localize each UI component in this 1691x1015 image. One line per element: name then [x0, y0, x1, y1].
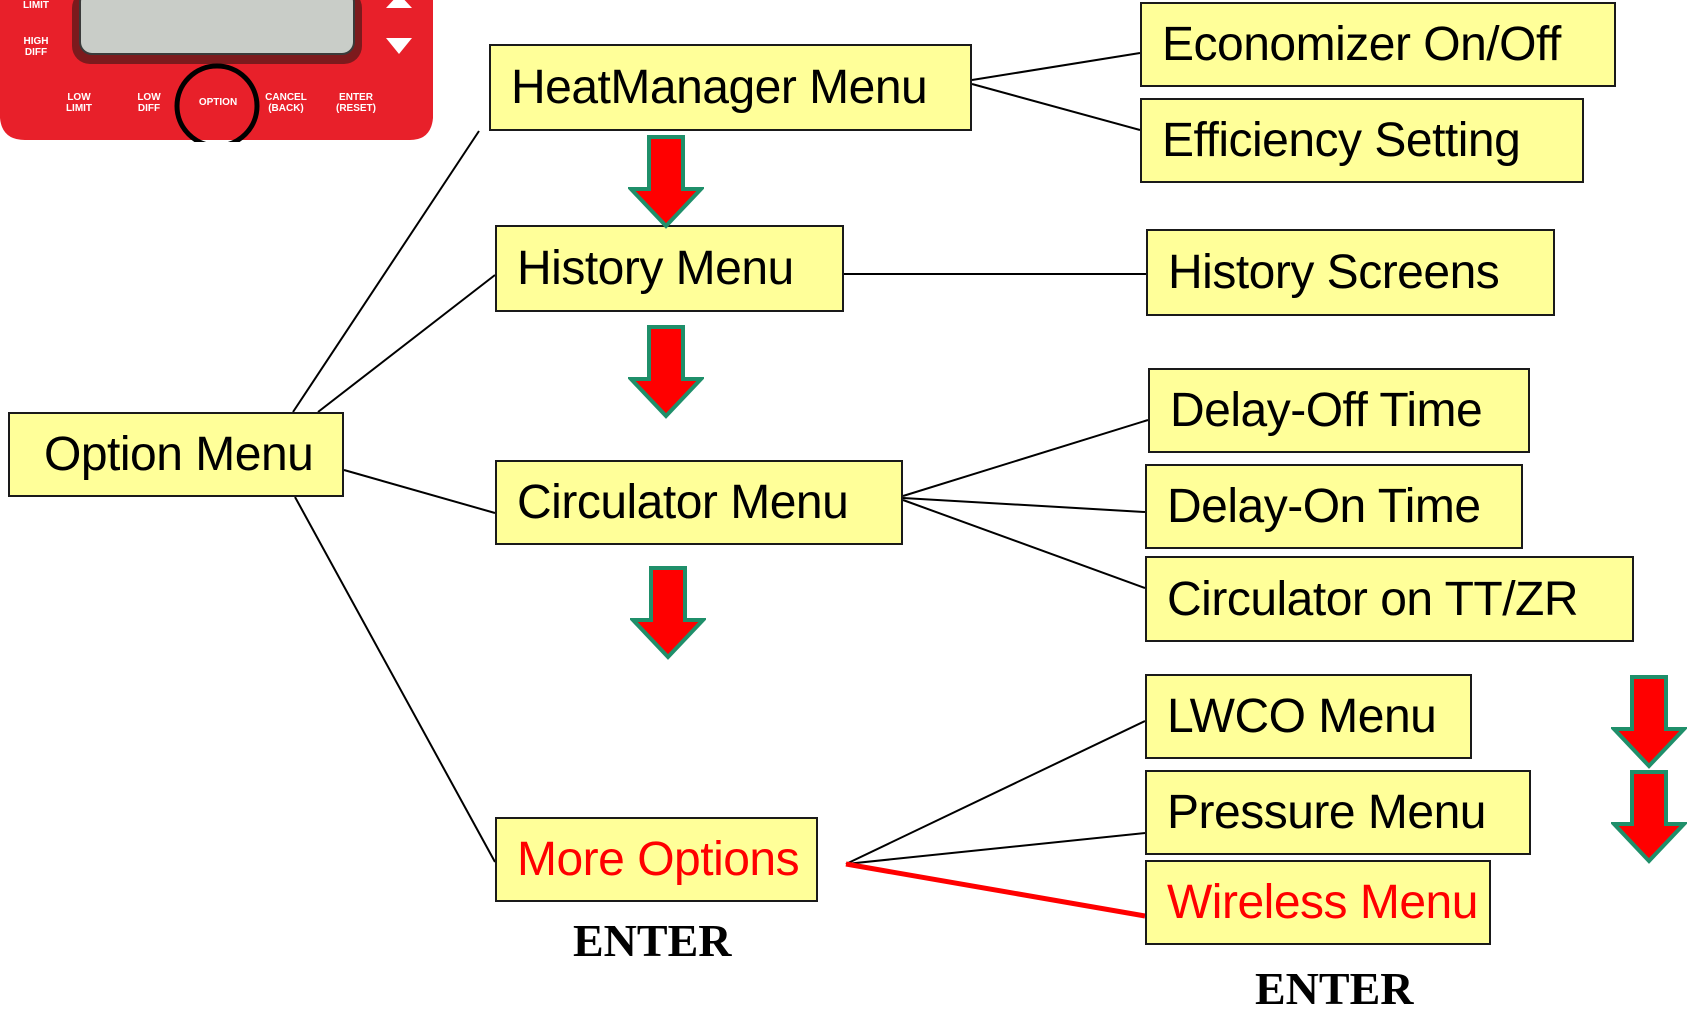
history-screens-box: History Screens: [1146, 229, 1555, 316]
device-btn-enter[interactable]: ENTER (RESET): [336, 92, 376, 114]
delay-on-time-box: Delay-On Time: [1145, 464, 1523, 549]
device-btn-high-diff[interactable]: HIGH DIFF: [23, 36, 49, 58]
down-arrow-icon: [628, 325, 704, 419]
line-circulator-delayoff: [902, 419, 1149, 497]
line-circulator-tt: [902, 499, 1146, 589]
line-more-lwco: [845, 720, 1146, 865]
down-arrow-icon: [1611, 770, 1687, 864]
line-option-more: [294, 496, 496, 863]
efficiency-setting-box: Efficiency Setting: [1140, 98, 1584, 183]
controller-body-graphic: [0, 0, 433, 142]
line-option-heatmanager: [292, 130, 480, 413]
enter-label-left: ENTER: [573, 915, 732, 966]
line-more-wireless: [845, 861, 1146, 919]
option-menu-box: Option Menu: [8, 412, 344, 497]
device-btn-option[interactable]: OPTION: [198, 97, 238, 108]
device-btn-cancel[interactable]: CANCEL (BACK): [265, 92, 307, 114]
circulator-menu-box: Circulator Menu: [495, 460, 903, 545]
pressure-menu-box: Pressure Menu: [1145, 770, 1531, 855]
down-arrow-icon: [630, 566, 706, 660]
line-heatmanager-efficiency: [971, 83, 1141, 131]
circulator-tt-zr-box: Circulator on TT/ZR: [1145, 556, 1634, 642]
line-heatmanager-economizer: [971, 52, 1141, 81]
down-arrow-icon: [1611, 675, 1687, 769]
enter-label-right: ENTER: [1255, 963, 1414, 1014]
line-option-history: [317, 274, 496, 413]
device-btn-low-diff[interactable]: LOW DIFF: [137, 92, 161, 114]
device-btn-low-limit[interactable]: LOW LIMIT: [65, 92, 93, 114]
down-triangle-icon: [386, 38, 412, 54]
wireless-menu-box: Wireless Menu: [1145, 860, 1491, 945]
line-option-circulator: [343, 469, 496, 514]
up-triangle-icon: [386, 0, 412, 8]
option-highlight-ring: [174, 63, 260, 142]
line-more-pressure: [845, 832, 1146, 865]
heatmanager-menu-box: HeatManager Menu: [489, 44, 972, 131]
history-menu-box: History Menu: [495, 225, 844, 312]
device-btn-limit[interactable]: LIMIT: [22, 0, 50, 11]
down-arrow-icon: [628, 135, 704, 229]
economizer-box: Economizer On/Off: [1140, 2, 1616, 87]
lwco-menu-box: LWCO Menu: [1145, 674, 1472, 759]
controller-device: LIMIT HIGH DIFF LOW LIMIT LOW DIFF OPTIO…: [0, 0, 435, 142]
line-circulator-delayon: [902, 497, 1146, 513]
more-options-box: More Options: [495, 817, 818, 902]
delay-off-time-box: Delay-Off Time: [1148, 368, 1530, 453]
